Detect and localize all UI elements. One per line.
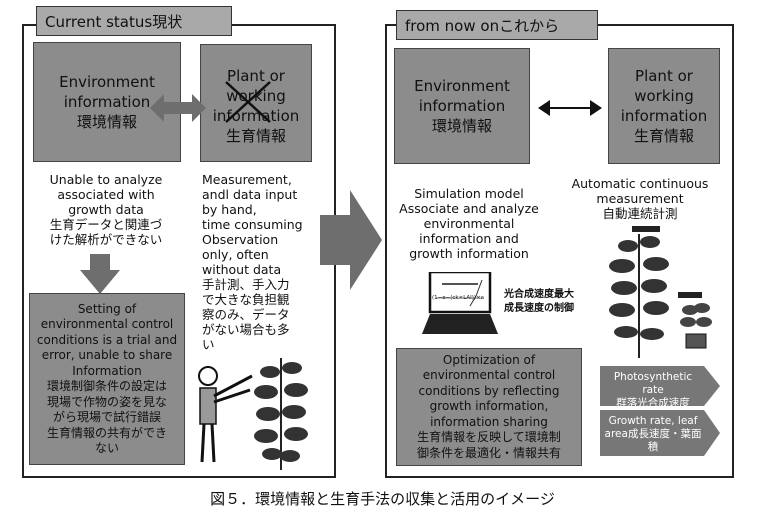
left-environment-box: Environment information 環境情報 (33, 42, 181, 162)
left-measure-text: Measurement, andl data input by hand, ti… (202, 172, 303, 352)
automatic-measurement-text: Automatic continuous measurement 自動連続計測 (571, 176, 709, 221)
left-double-arrow (150, 94, 206, 122)
setting-conditions-box: Setting of environmental control conditi… (29, 293, 185, 465)
sensor-top-icon (632, 226, 660, 232)
growth-rate-tag: Growth rate, leaf area成長速度・葉面 積 (602, 412, 704, 456)
right-plant-illustration (609, 234, 669, 358)
person-measuring-figure (198, 366, 253, 463)
laptop-control-label: 光合成速度最大 成長速度の制御 (504, 289, 574, 314)
from-now-on-tab: from now onこれから (396, 10, 598, 40)
small-potted-plant-illustration (680, 303, 712, 349)
photosynthetic-rate-tag: Photosynthetic rate 群落光合成速度 (602, 368, 704, 409)
laptop-formula: (1−e−(ck×LAI))×a (432, 295, 485, 301)
sensor-middle-icon (678, 292, 702, 298)
optimization-box: Optimization of environmental control co… (396, 348, 582, 466)
right-environment-box: Environment information 環境情報 (394, 48, 530, 164)
big-right-arrow (320, 190, 382, 290)
current-status-tab: Current status現状 (36, 6, 232, 36)
simulation-model-text: Simulation model Associate and analyze e… (399, 186, 539, 261)
left-plant-box: Plant or working information 生育情報 (200, 44, 312, 162)
figure-caption: 図５．環境情報と生育手法の収集と活用のイメージ (210, 490, 555, 508)
left-plant-illustration (254, 358, 308, 470)
down-arrow (80, 254, 120, 294)
right-double-arrow (538, 100, 602, 116)
x-cross-mark-icon (225, 81, 271, 123)
laptop-icon (422, 272, 498, 334)
right-plant-box: Plant or working information 生育情報 (608, 48, 720, 164)
left-analyze-text: Unable to analyze associated with growth… (49, 172, 163, 247)
